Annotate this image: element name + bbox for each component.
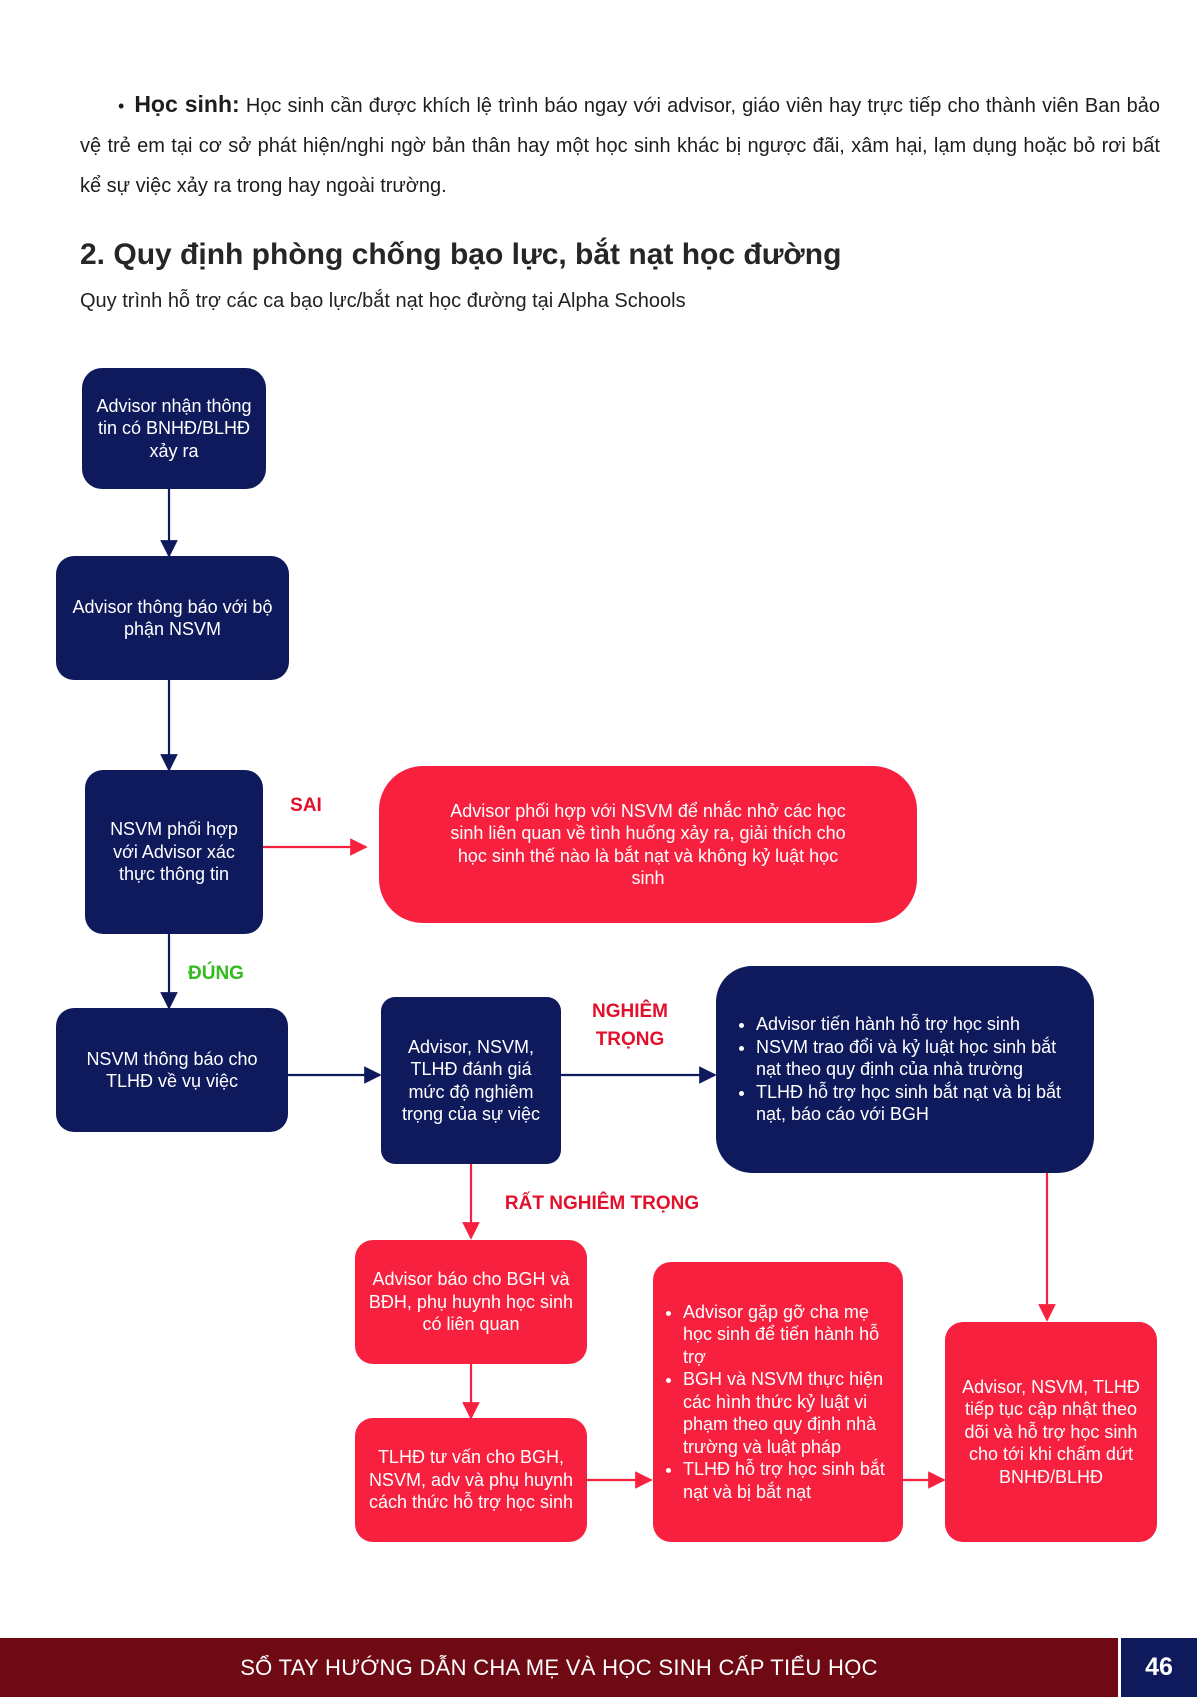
- flow-box-receive-info: Advisor nhận thông tin có BNHĐ/BLHĐ xảy …: [82, 368, 266, 489]
- intro-paragraph: • Học sinh: Học sinh cần được khích lệ tr…: [80, 84, 1160, 206]
- action-step-item: BGH và NSVM thực hiện các hình thức kỷ l…: [683, 1368, 895, 1458]
- section-title: 2. Quy định phòng chống bạo lực, bắt nạt…: [80, 238, 842, 271]
- label-serious: NGHIÊM TRỌNG: [592, 1001, 668, 1050]
- flow-box-verify-info: NSVM phối hợp với Advisor xác thực thông…: [85, 770, 263, 934]
- flow-box-follow-up: Advisor, NSVM, TLHĐ tiếp tục cập nhật th…: [945, 1322, 1157, 1542]
- serious-action-item: Advisor tiến hành hỗ trợ học sinh: [756, 1013, 1076, 1036]
- flow-box-assess-severity: Advisor, NSVM, TLHĐ đánh giá mức độ nghi…: [381, 997, 561, 1164]
- intro-text: Học sinh cần được khích lệ trình báo nga…: [80, 95, 1161, 197]
- action-step-item: Advisor gặp gỡ cha mẹ học sinh để tiến h…: [683, 1301, 895, 1369]
- flow-box-serious-actions: Advisor tiến hành hỗ trợ học sinh NSVM t…: [716, 966, 1094, 1173]
- action-steps-list: Advisor gặp gỡ cha mẹ học sinh để tiến h…: [657, 1301, 895, 1504]
- flow-box-false-outcome: Advisor phối hợp với NSVM để nhắc nhở cá…: [379, 766, 917, 923]
- page-number-block: 46: [1118, 1638, 1200, 1697]
- action-step-item: TLHĐ hỗ trợ học sinh bắt nạt và bị bắt n…: [683, 1458, 895, 1503]
- serious-actions-list: Advisor tiến hành hỗ trợ học sinh NSVM t…: [730, 1013, 1076, 1126]
- flow-box-tlhd-consult: TLHĐ tư vấn cho BGH, NSVM, adv và phụ hu…: [355, 1418, 587, 1542]
- serious-action-item: TLHĐ hỗ trợ học sinh bắt nạt và bị bắt n…: [756, 1081, 1076, 1126]
- section-subtitle: Quy trình hỗ trợ các ca bạo lực/bắt nạt …: [80, 290, 686, 312]
- flow-box-action-steps: Advisor gặp gỡ cha mẹ học sinh để tiến h…: [653, 1262, 903, 1542]
- serious-action-item: NSVM trao đổi và kỷ luật học sinh bắt nạ…: [756, 1036, 1076, 1081]
- footer-title: SỔ TAY HƯỚNG DẪN CHA MẸ VÀ HỌC SINH CẤP …: [240, 1654, 878, 1680]
- bullet-dot: •: [118, 96, 125, 116]
- label-true: ĐÚNG: [188, 963, 244, 984]
- intro-lead: Học sinh:: [134, 91, 240, 117]
- flow-box-notify-tlhd: NSVM thông báo cho TLHĐ về vụ việc: [56, 1008, 288, 1132]
- label-false: SAI: [290, 795, 322, 816]
- flow-box-report-bgh: Advisor báo cho BGH và BĐH, phụ huynh họ…: [355, 1240, 587, 1364]
- page-number: 46: [1121, 1638, 1197, 1697]
- footer-bar: SỔ TAY HƯỚNG DẪN CHA MẸ VÀ HỌC SINH CẤP …: [0, 1638, 1200, 1697]
- label-very-serious: RẤT NGHIÊM TRỌNG: [504, 1193, 700, 1214]
- flow-box-notify-nsvm: Advisor thông báo với bộ phận NSVM: [56, 556, 289, 680]
